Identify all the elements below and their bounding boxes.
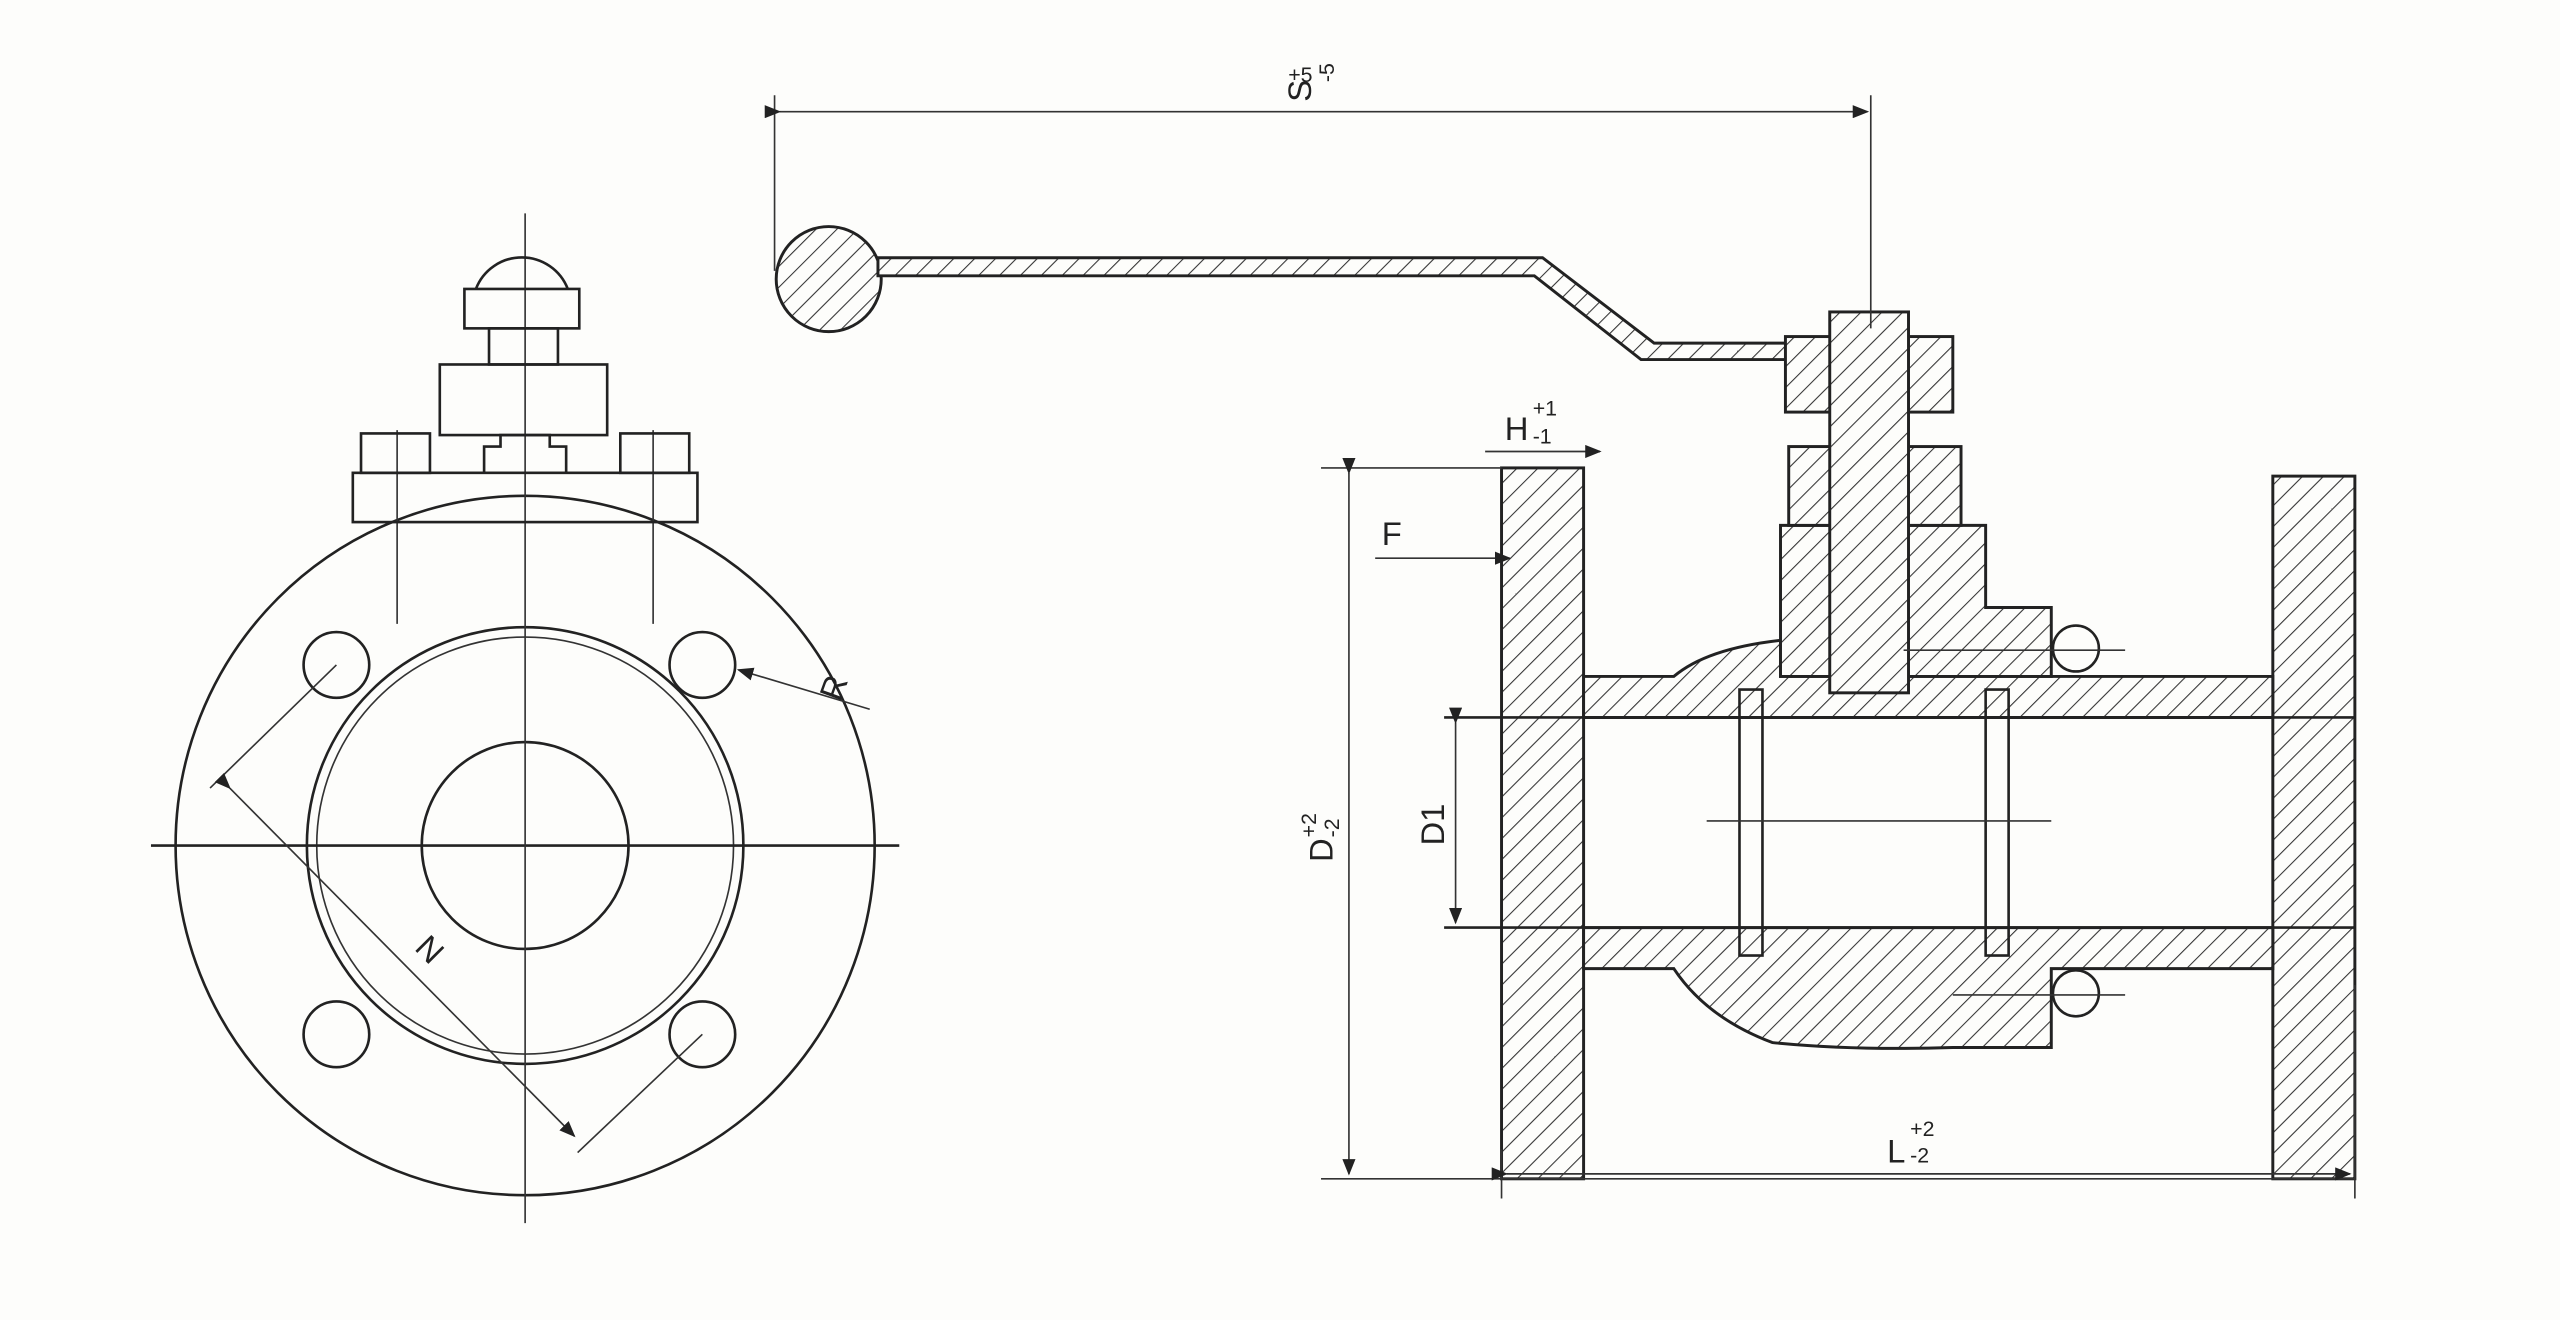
label-d-lower: -2	[1320, 818, 1344, 837]
label-d-upper: +2	[1297, 813, 1321, 837]
label-h-upper: +1	[1533, 396, 1557, 420]
bolt-head	[618, 432, 691, 475]
label-l-upper: +2	[1910, 1117, 1934, 1141]
handle-cap	[463, 287, 581, 330]
label-h-symbol: H	[1505, 410, 1529, 447]
label-d1: D1	[1414, 804, 1451, 846]
leader-r	[736, 667, 870, 711]
label-f: F	[1382, 515, 1402, 552]
extension-line	[577, 1033, 703, 1154]
label-r: R	[812, 670, 855, 705]
extension-line	[209, 664, 337, 789]
body-bolt	[2051, 968, 2101, 1018]
label-l-symbol: L	[1887, 1132, 1905, 1169]
handle-ball-dome	[474, 256, 570, 290]
label-s: S +5 -5	[1281, 63, 1339, 102]
label-s-lower: -5	[1315, 63, 1339, 82]
bolt-head	[359, 432, 432, 475]
mounting-plate	[351, 471, 699, 524]
front-view: N R	[150, 213, 900, 1224]
bolt-hole	[302, 630, 371, 700]
right-flange	[2271, 474, 2357, 1181]
side-view: S +5 -5 H +1 -1 F D +2 -2 D1 L +2 -2	[764, 63, 2357, 1199]
body-bolt	[2051, 624, 2101, 673]
stem	[1828, 310, 1910, 695]
body-top-wall	[1582, 638, 2275, 719]
label-s-symbol: S	[1281, 80, 1318, 102]
bonnet	[1779, 523, 2053, 678]
body-bottom-wall	[1582, 926, 2275, 1050]
bolt-hole	[668, 630, 737, 700]
label-s-upper: +5	[1288, 63, 1312, 87]
label-h-lower: -1	[1533, 424, 1552, 448]
label-d: D +2 -2	[1297, 813, 1344, 862]
dimension-line-n	[214, 772, 576, 1138]
label-d-symbol: D	[1303, 838, 1340, 862]
seat-left	[1738, 688, 1764, 957]
bolt-hole	[668, 1000, 737, 1069]
stem-nut	[487, 327, 560, 366]
left-flange	[1500, 466, 1586, 1181]
handle-lever	[876, 256, 1791, 362]
bolt-hole	[302, 1000, 371, 1069]
handle-hub	[438, 363, 609, 437]
seat-right	[1984, 688, 2010, 957]
handle-grip-ball	[774, 225, 883, 334]
label-n: N	[409, 928, 452, 971]
label-l-lower: -2	[1910, 1143, 1929, 1167]
